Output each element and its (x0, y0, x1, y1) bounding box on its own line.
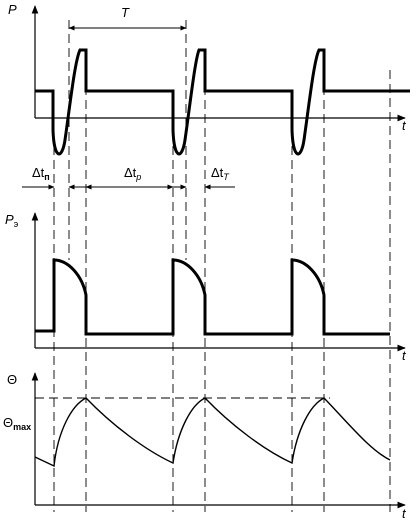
bottom-axis-y-label: Θ (7, 372, 17, 387)
mid-axis-x-label: t (402, 348, 407, 363)
bottom-axis-x-label: t (402, 506, 407, 521)
interval-dimensions: Δtп Δtp ΔtT (22, 165, 235, 190)
temperature-curve (34, 397, 391, 468)
mid-axis-y-label: Pэ (5, 212, 19, 229)
top-axis-x-label: t (402, 118, 407, 133)
dt-t-label: ΔtT (211, 165, 230, 182)
time-guide-lines (53, 20, 391, 512)
theta-max-label: Θmax (3, 415, 31, 432)
dt-p-label: Δtp (124, 165, 141, 182)
electrical-power-pulses (35, 258, 390, 336)
top-panel: P t T (8, 2, 410, 156)
power-waveform (35, 48, 410, 156)
top-axis-y-label: P (8, 2, 17, 17)
period-label: T (121, 5, 130, 20)
dt-n-label: Δtп (32, 165, 50, 182)
middle-panel: Pэ t (5, 212, 407, 363)
